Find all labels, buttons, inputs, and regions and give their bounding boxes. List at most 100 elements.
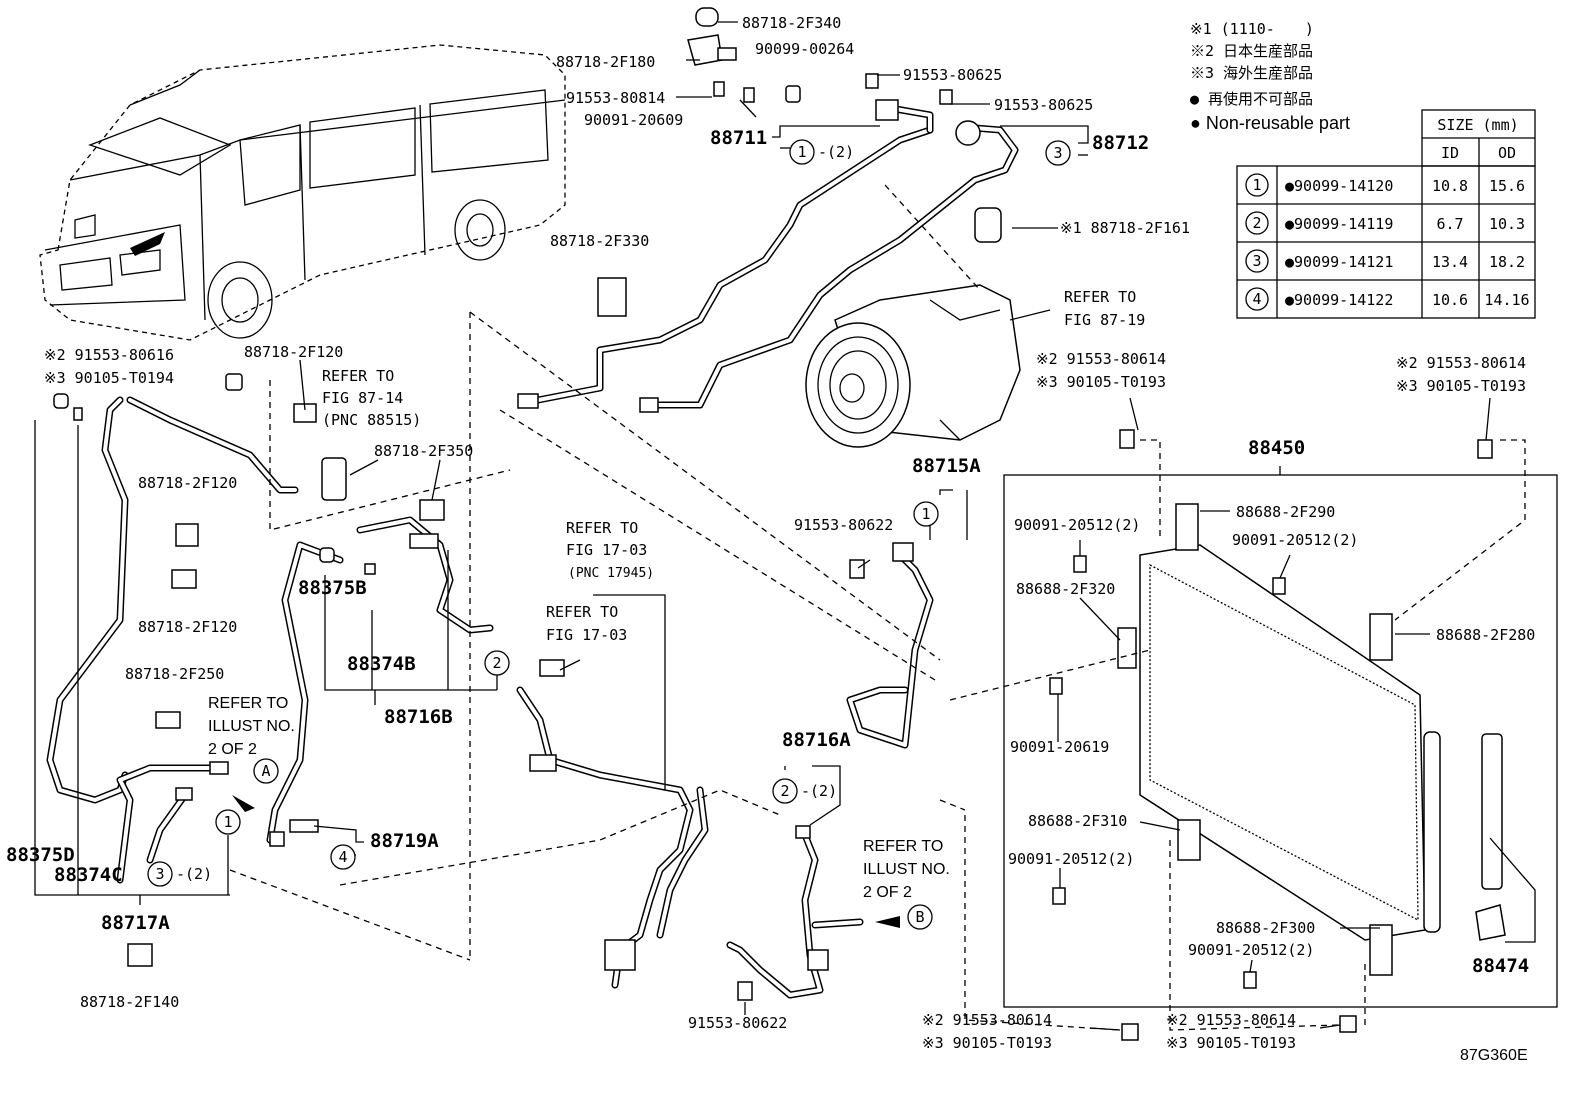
- label-88718-2f180: 88718-2F180: [556, 53, 655, 71]
- label-88688-2f290: 88688-2F290: [1236, 503, 1335, 521]
- size-row-4-no: 4: [1252, 290, 1261, 308]
- label-left-90105-t0194: ※3 90105-T0194: [44, 369, 174, 387]
- pipe-88716b: [266, 516, 494, 847]
- label-88688-2f280: 88688-2F280: [1436, 626, 1535, 644]
- label-refer-87-14-a: REFER TO: [322, 367, 394, 385]
- size-row-3-part: ●90099-14121: [1285, 253, 1393, 271]
- marker-3-left: 3: [155, 865, 164, 883]
- label-left-91553-80616: ※2 91553-80616: [44, 346, 174, 364]
- size-row-3-od: 18.2: [1489, 253, 1525, 271]
- marker-3-top: 3: [1053, 144, 1062, 162]
- marker-1-left: 1: [223, 813, 232, 831]
- label-88688-2f300: 88688-2F300: [1216, 919, 1315, 937]
- pipe-88712: [639, 120, 1019, 413]
- label-88375b: 88375B: [298, 577, 367, 599]
- size-row-4-part: ●90099-14122: [1285, 291, 1393, 309]
- label-88688-2f310: 88688-2F310: [1028, 812, 1127, 830]
- label-refer-87-19-b: FIG 87-19: [1064, 311, 1145, 329]
- label-88718-2f120-a: 88718-2F120: [244, 343, 343, 361]
- size-row-2-od: 10.3: [1489, 215, 1525, 233]
- size-row-2-no: 2: [1252, 214, 1261, 232]
- reference-lines: [229, 184, 1526, 1031]
- label-91553-80622-b: 91553-80622: [688, 1014, 787, 1032]
- label-88716b: 88716B: [384, 706, 453, 728]
- label-refer-illust-a-3: 2 OF 2: [208, 741, 257, 758]
- part-labels: 88718-2F340 90099-00264 88718-2F180 9155…: [6, 14, 1535, 1064]
- label-88716a: 88716A: [782, 729, 851, 751]
- label-88712: 88712: [1092, 132, 1149, 154]
- label-91553-80625-b: 91553-80625: [994, 96, 1093, 114]
- size-table: SIZE (mm) ID OD 1 ●90099-14120 10.8 15.6…: [1236, 109, 1536, 319]
- label-mid-91553-80614: ※2 91553-80614: [1036, 350, 1166, 368]
- left-fasteners: [53, 373, 445, 967]
- note-4: ● 再使用不可部品: [1190, 90, 1313, 108]
- label-refer-87-14-c: (PNC 88515): [322, 411, 421, 429]
- label-88375d: 88375D: [6, 844, 75, 866]
- van-illustration: [39, 44, 566, 341]
- pipe-88711: [517, 99, 934, 409]
- label-90091-20619: 90091-20619: [1010, 738, 1109, 756]
- top-fasteners: [597, 7, 1002, 317]
- compressor-illustration: [805, 284, 1021, 448]
- size-row-1-part: ●90099-14120: [1285, 177, 1393, 195]
- marker-2-mid: 2: [780, 782, 789, 800]
- label-88718-2f120-c: 88718-2F120: [138, 618, 237, 636]
- note-2: ※2 日本生産部品: [1190, 42, 1313, 60]
- pipe-88715a: [846, 542, 934, 749]
- note-5: ● Non-reusable part: [1190, 113, 1350, 133]
- label-refer-87-19-a: REFER TO: [1064, 288, 1136, 306]
- label-88717a-count: -(2): [176, 865, 212, 883]
- size-row-4-id: 10.6: [1432, 291, 1468, 309]
- label-88718-2f161: ※1 88718-2F161: [1060, 219, 1190, 237]
- pipe-88716a: [726, 825, 864, 1001]
- label-90091-20512-d: 90091-20512(2): [1188, 941, 1314, 959]
- label-refer-17-03-a-2: FIG 17-03: [566, 541, 647, 559]
- note-3: ※3 海外生産部品: [1190, 64, 1313, 82]
- label-90091-20609: 90091-20609: [584, 111, 683, 129]
- label-88718-2f330: 88718-2F330: [550, 232, 649, 250]
- size-col-od: OD: [1498, 144, 1516, 162]
- label-refer-87-14-b: FIG 87-14: [322, 389, 403, 407]
- label-bot1-91553-80614: ※2 91553-80614: [922, 1011, 1052, 1029]
- label-refer-illust-b-1: REFER TO: [863, 838, 943, 855]
- label-refer-17-03-a-3: (PNC 17945): [568, 566, 654, 581]
- marker-1-mid: 1: [921, 505, 930, 523]
- label-88374b: 88374B: [347, 653, 416, 675]
- size-row-1-od: 15.6: [1489, 177, 1525, 195]
- leader-lines: [34, 21, 1536, 1031]
- label-refer-17-03-a-1: REFER TO: [566, 519, 638, 537]
- label-90091-20512-c: 90091-20512(2): [1008, 850, 1134, 868]
- label-right-90105-t0193: ※3 90105-T0193: [1396, 377, 1526, 395]
- label-88450: 88450: [1248, 437, 1305, 459]
- legend-notes: ※1 (1110- ) ※2 日本生産部品 ※3 海外生産部品 ● 再使用不可部…: [1190, 20, 1350, 133]
- note-1: ※1 (1110- ): [1190, 20, 1314, 38]
- label-88715a: 88715A: [912, 455, 981, 477]
- marker-a: A: [261, 762, 270, 780]
- bracket-center: [516, 659, 709, 989]
- label-bot2-91553-80614: ※2 91553-80614: [1166, 1011, 1296, 1029]
- label-88719a: 88719A: [370, 830, 439, 852]
- label-right-91553-80614: ※2 91553-80614: [1396, 354, 1526, 372]
- marker-2-left: 2: [492, 654, 501, 672]
- circled-markers: 1 3 2 A 1 4 3 1 2 B: [147, 139, 1071, 930]
- label-refer-illust-b-2: ILLUST NO.: [863, 861, 950, 878]
- size-row-2-id: 6.7: [1436, 215, 1463, 233]
- condenser-88450: [1003, 429, 1558, 1041]
- size-row-2-part: ●90099-14119: [1285, 215, 1393, 233]
- label-bot1-90105-t0193: ※3 90105-T0193: [922, 1034, 1052, 1052]
- size-row-4-od: 14.16: [1484, 291, 1529, 309]
- label-88718-2f250: 88718-2F250: [125, 665, 224, 683]
- label-88711-count: -(2): [818, 143, 854, 161]
- marker-4-left: 4: [338, 848, 347, 866]
- label-88718-2f340: 88718-2F340: [742, 14, 841, 32]
- label-88716a-count: -(2): [801, 782, 837, 800]
- label-90091-20512-a: 90091-20512(2): [1014, 516, 1140, 534]
- label-refer-illust-a-2: ILLUST NO.: [208, 718, 295, 735]
- label-91553-80625-a: 91553-80625: [903, 66, 1002, 84]
- label-90091-20512-b: 90091-20512(2): [1232, 531, 1358, 549]
- size-row-3-id: 13.4: [1432, 253, 1468, 271]
- label-91553-80622-a: 91553-80622: [794, 516, 893, 534]
- size-header: SIZE (mm): [1437, 116, 1518, 134]
- figure-code: 87G360E: [1460, 1047, 1528, 1064]
